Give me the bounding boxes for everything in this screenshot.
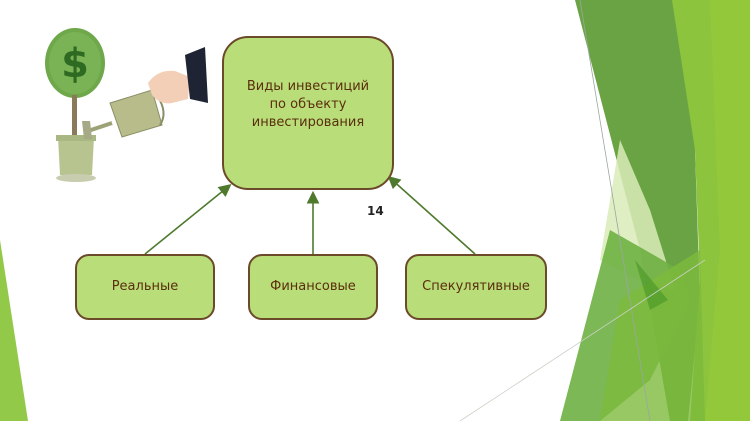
child-node-real: Реальные: [75, 254, 215, 320]
child-node-label: Финансовые: [270, 279, 356, 294]
svg-text:$: $: [61, 41, 89, 87]
central-node-line-3: инвестирования: [251, 115, 365, 130]
money-tree-watering-icon: $: [45, 28, 208, 182]
central-node-line-1: Виды инвестиций: [246, 79, 370, 94]
child-node-financial: Финансовые: [248, 254, 378, 320]
child-node-label: Спекулятивные: [422, 279, 530, 294]
slide-number: 14: [367, 204, 384, 218]
child-node-speculative: Спекулятивные: [405, 254, 547, 320]
central-node-investment-types: Виды инвестиций по объекту инвестировани…: [222, 36, 394, 190]
central-node-line-2: по объекту: [269, 97, 347, 112]
child-node-label: Реальные: [111, 279, 179, 294]
